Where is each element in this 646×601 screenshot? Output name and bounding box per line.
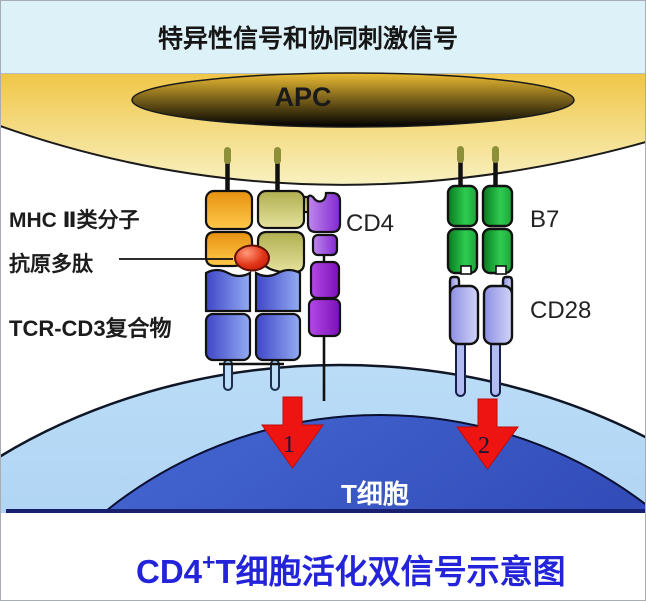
cd4-molecule [306,191,342,401]
cd4-domain-2 [311,233,339,257]
mhc-alpha-1 [204,189,254,231]
signal-2-number: 2 [478,433,490,459]
antigen-peptide [234,244,270,272]
b7-label: B7 [530,206,559,233]
signal-1-arrow [261,396,324,469]
caption: CD4+T细胞活化双信号示意图 [136,549,566,590]
caption-rest: T细胞活化双信号示意图 [215,553,565,590]
signal-arrows: 1 2 [261,396,519,470]
antigen-label: 抗原多肽 [9,252,94,276]
cd4-domain-3 [309,260,341,300]
mhc-stems [224,147,281,192]
b7-molecule [446,184,514,275]
apc-inner-ellipse [131,72,575,128]
mhc-beta-1 [256,189,306,230]
cd28-molecule [448,275,514,397]
tcell-bottom-edge [6,509,646,513]
cd28-right-body [482,284,514,346]
diagram-title: 特异性信号和协同刺激信号 [158,24,458,53]
tcr-label: TCR-CD3复合物 [9,316,172,341]
signal-1-number: 1 [283,432,295,458]
caption-base: CD4 [136,553,203,590]
b7-notch [495,265,507,275]
cd28-label: CD28 [530,297,591,324]
mhc-label: MHC Ⅱ类分子 [9,209,140,232]
tcr-beta-1 [254,268,302,313]
caption-superscript: + [202,549,215,575]
tcr-cd3-complex [204,268,302,391]
tcr-alpha-2 [204,312,252,362]
header-band: 特异性信号和协同刺激信号 [0,0,646,75]
cd28-stem [455,339,466,397]
cd4-domain-1 [306,191,342,234]
molecule-labels: MHC Ⅱ类分子 抗原多肽 TCR-CD3复合物 CD4 B7 CD28 [9,206,591,341]
b7-right-1 [481,184,514,228]
b7-notch [460,265,472,275]
apc-label: APC [274,82,331,112]
cd28-left-body [448,284,480,346]
b7-stems [457,146,499,188]
apc-cell: APC [0,72,646,186]
cd4-label: CD4 [346,210,394,237]
tcell-cytoplasm [102,414,646,513]
signal-2-arrow [456,398,519,470]
tcr-alpha-1 [204,268,252,313]
cd4-domain-4 [307,297,342,338]
b7-left-1 [446,184,479,228]
cd28-stem [490,339,501,397]
tcell-label: T细胞 [341,479,409,509]
tcr-beta-2 [254,312,302,362]
